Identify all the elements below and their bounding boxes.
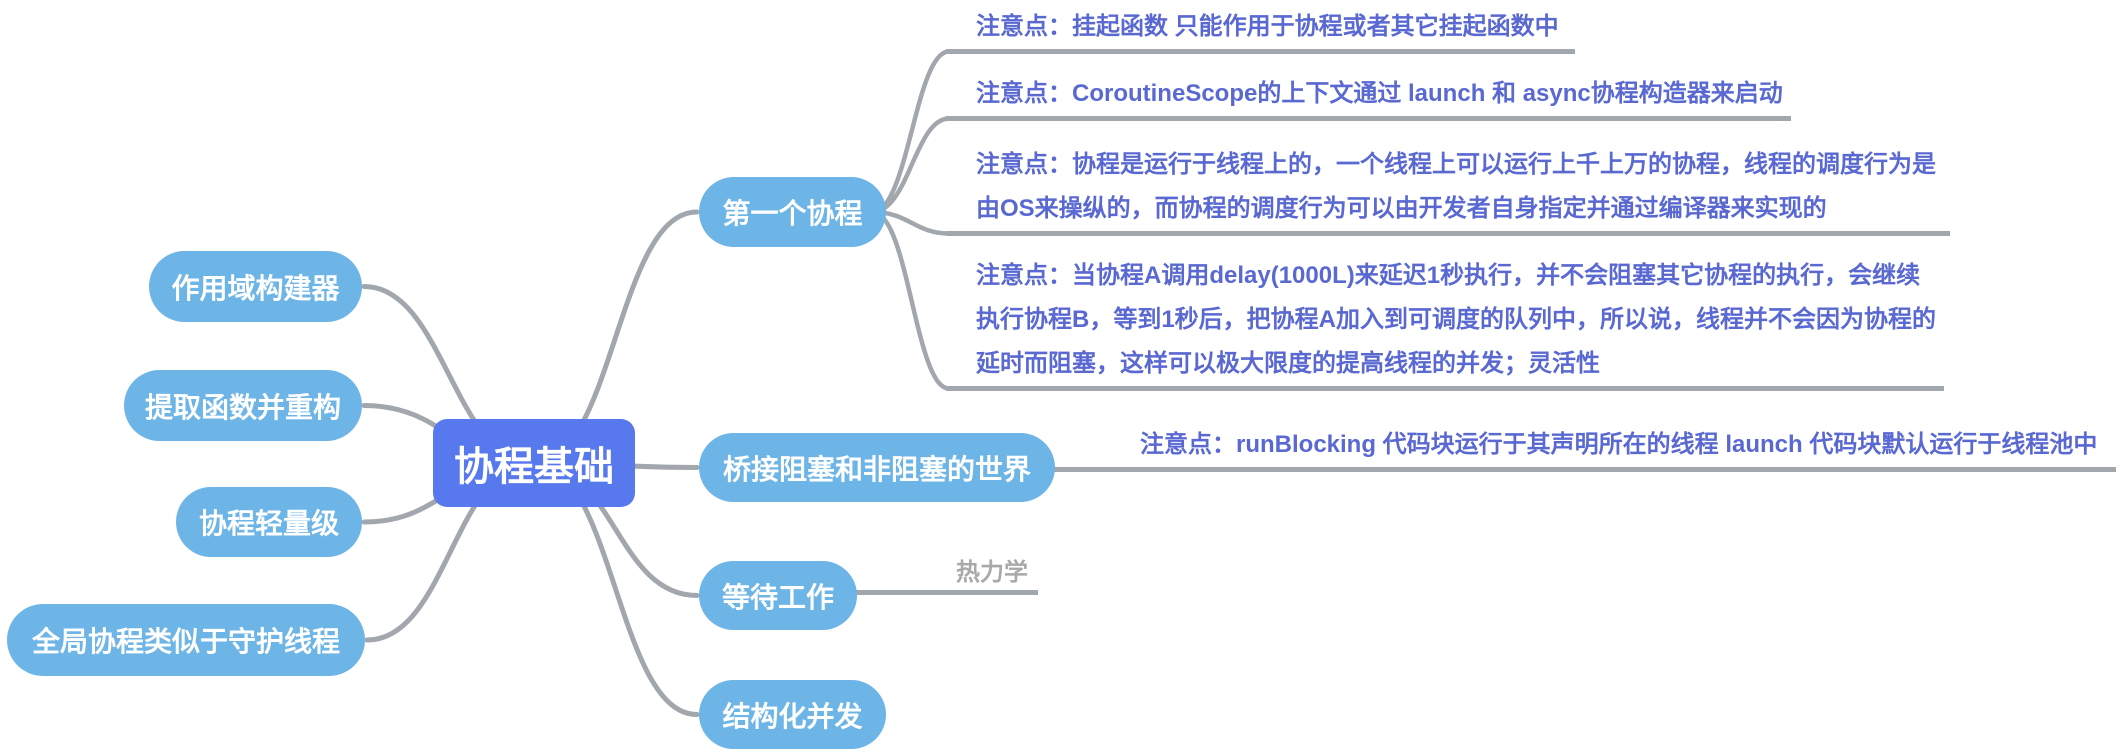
topic-label: 协程轻量级 bbox=[198, 508, 339, 539]
note-text-line: 注意点：当协程A调用delay(1000L)来延迟1秒执行，并不会阻塞其它协程的… bbox=[976, 262, 1921, 289]
topic-bridge-blocking-worlds[interactable]: 桥接阻塞和非阻塞的世界 bbox=[699, 433, 1055, 502]
topic-label: 第一个协程 bbox=[722, 198, 863, 229]
topic-structured-concurrency[interactable]: 结构化并发 bbox=[699, 680, 886, 749]
note-topic-note-coroutinescope-context[interactable]: 注意点：CoroutineScope的上下文通过 launch 和 async协… bbox=[946, 72, 1791, 121]
topic-first-coroutine[interactable]: 第一个协程 bbox=[699, 177, 886, 247]
floating-topic-thermodynamics[interactable]: 热力学 bbox=[855, 557, 1038, 595]
note-topic-note-suspend-functions[interactable]: 注意点：挂起函数 只能作用于协程或者其它挂起函数中 bbox=[946, 5, 1575, 54]
note-text-line: 由OS来操纵的，而协程的调度行为可以由开发者自身指定并通过编译器来实现的 bbox=[976, 195, 1827, 222]
topic-scope-builders[interactable]: 作用域构建器 bbox=[149, 251, 362, 322]
topic-coroutine-basics[interactable]: 协程基础 bbox=[433, 419, 635, 507]
topic-global-coroutines-daemon[interactable]: 全局协程类似于守护线程 bbox=[7, 604, 365, 676]
note-text-line: 注意点：挂起函数 只能作用于协程或者其它挂起函数中 bbox=[976, 13, 1559, 40]
topic-label: 结构化并发 bbox=[722, 700, 863, 732]
topic-label: 等待工作 bbox=[721, 581, 834, 613]
topic-coroutines-lightweight[interactable]: 协程轻量级 bbox=[176, 487, 362, 557]
note-text-line: 注意点：CoroutineScope的上下文通过 launch 和 async协… bbox=[976, 80, 1783, 107]
topic-label: 全局协程类似于守护线程 bbox=[31, 626, 340, 657]
topic-label: 作用域构建器 bbox=[171, 272, 340, 304]
note-text-line: 执行协程B，等到1秒后，把协程A加入到可调度的队列中，所以说，线程并不会因为协程… bbox=[976, 306, 1937, 333]
note-topic-note-coroutines-on-threads[interactable]: 注意点：协程是运行于线程上的，一个线程上可以运行上千上万的协程，线程的调度行为是… bbox=[946, 143, 1950, 236]
topic-extract-function-refactor[interactable]: 提取函数并重构 bbox=[124, 370, 362, 441]
note-topic-note-runblocking-launch[interactable]: 注意点：runBlocking 代码块运行于其声明所在的线程 launch 代码… bbox=[1053, 423, 2116, 472]
topic-label: 提取函数并重构 bbox=[144, 391, 341, 423]
note-topic-note-delay-non-blocking[interactable]: 注意点：当协程A调用delay(1000L)来延迟1秒执行，并不会阻塞其它协程的… bbox=[946, 254, 1944, 391]
topic-waiting-job[interactable]: 等待工作 bbox=[699, 561, 857, 630]
note-text-line: 延时而阻塞，这样可以极大限度的提高线程的并发；灵活性 bbox=[976, 350, 1600, 377]
note-text-line: 注意点：runBlocking 代码块运行于其声明所在的线程 launch 代码… bbox=[1140, 431, 2098, 458]
topic-label: 桥接阻塞和非阻塞的世界 bbox=[722, 453, 1031, 485]
note-text-line: 注意点：协程是运行于线程上的，一个线程上可以运行上千上万的协程，线程的调度行为是 bbox=[976, 151, 1936, 178]
floating-topic-label: 热力学 bbox=[956, 559, 1028, 586]
topic-label: 协程基础 bbox=[454, 445, 614, 489]
